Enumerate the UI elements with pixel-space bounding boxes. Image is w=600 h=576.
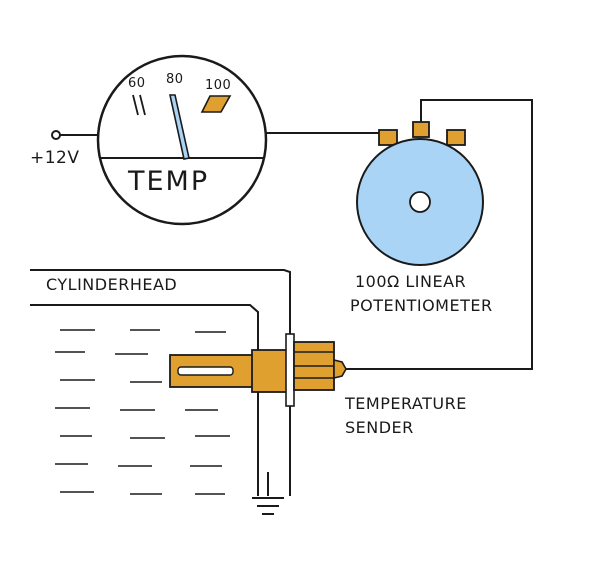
sender-label-line1: TEMPERATURE bbox=[345, 394, 467, 413]
gauge-tick-80: 80 bbox=[166, 72, 184, 87]
sender-label-line2: SENDER bbox=[345, 418, 414, 437]
gauge-title: TEMP bbox=[128, 166, 210, 197]
gauge-needle bbox=[169, 94, 190, 160]
temperature-sender bbox=[169, 333, 347, 407]
gauge-tick-100: 100 bbox=[205, 78, 232, 93]
supply-voltage-label: +12V bbox=[30, 148, 80, 168]
supply-terminal bbox=[51, 130, 100, 140]
potentiometer-label-line2: POTENTIOMETER bbox=[350, 296, 493, 315]
gauge-tick-60: 60 bbox=[128, 76, 146, 91]
potentiometer-label-line1: 100Ω LINEAR bbox=[355, 272, 467, 291]
cylinder-head-label: CYLINDERHEAD bbox=[46, 275, 178, 294]
coolant bbox=[55, 329, 230, 495]
potentiometer bbox=[356, 121, 484, 266]
ground-icon bbox=[252, 472, 284, 515]
pot-to-sender-wire bbox=[346, 99, 533, 370]
